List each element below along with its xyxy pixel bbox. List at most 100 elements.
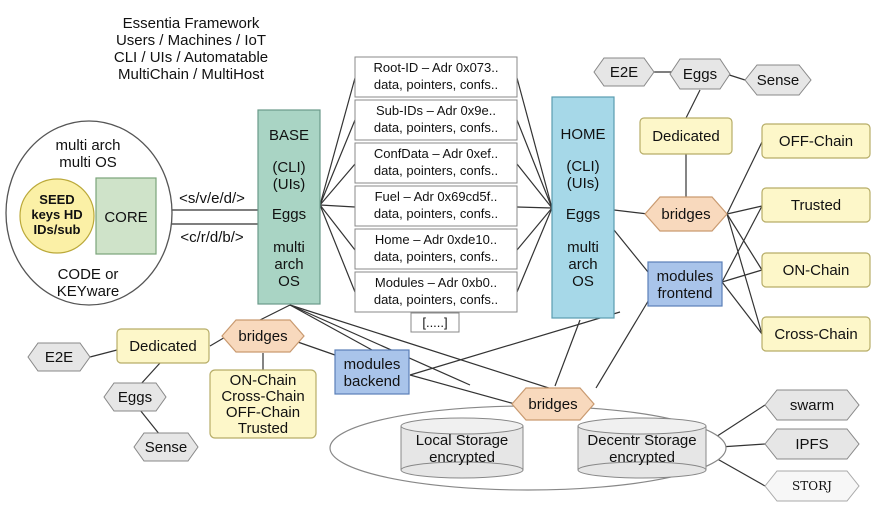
decentr-storage-line-2: encrypted [609, 449, 675, 466]
storage-area: Local Storage encrypted Decentr Storage … [329, 387, 860, 502]
header-line-1: Essentia Framework [123, 15, 260, 32]
chain-box [761, 187, 871, 223]
c-path-label: <c/r/d/b/> [180, 229, 244, 246]
decentr-storage-line-1: Decentr Storage [587, 432, 696, 449]
bridges-label-storage: bridges [528, 396, 577, 413]
eggs-label: Eggs [683, 66, 717, 83]
network-label: IPFS [795, 436, 828, 453]
base-line-9: arch [274, 256, 303, 273]
top-right-cluster: E2E Eggs Sense Dedicated bridges modules… [593, 57, 871, 352]
eggs-hexagon [669, 58, 731, 90]
dedicated-box-bottom [116, 328, 210, 364]
chain-label: ON-Chain [783, 262, 850, 279]
base-line-8: multi [273, 239, 305, 256]
dedicated-box [639, 117, 733, 155]
code-line-1: CODE or [58, 266, 119, 283]
record-title: Home – Adr 0xde10.. [375, 232, 497, 247]
e2e-hexagon-bottom [27, 342, 91, 372]
home-line-4: (UIs) [567, 175, 600, 192]
e2e-hexagon [593, 57, 655, 87]
home-node: HOME (CLI) (UIs) Eggs multi arch OS [551, 96, 615, 319]
record-sub: data, pointers, confs.. [374, 292, 498, 307]
base-node: BASE (CLI) (UIs) Eggs multi arch OS [257, 109, 321, 305]
local-storage-cylinder: Local Storage encrypted [400, 417, 524, 479]
record-sub: data, pointers, confs.. [374, 249, 498, 264]
seed-line-3: IDs/sub [34, 222, 81, 237]
modules-backend-box [334, 349, 410, 395]
record-box: Sub-IDs – Adr 0x9e.. data, pointers, con… [354, 99, 518, 141]
base-line-1: BASE [269, 127, 309, 144]
home-line-9: arch [568, 256, 597, 273]
record-sub: data, pointers, confs.. [374, 206, 498, 221]
record-box: Fuel – Adr 0x69cd5f.. data, pointers, co… [354, 185, 518, 227]
dedicated-label-bottom: Dedicated [129, 338, 197, 355]
seed-line-1: SEED [39, 192, 74, 207]
header-title-block: Essentia Framework Users / Machines / Io… [114, 15, 268, 83]
record-sub: data, pointers, confs.. [374, 77, 498, 92]
core-box [95, 177, 157, 255]
chain-line-1: ON-Chain [230, 372, 297, 389]
record-box: Home – Adr 0xde10.. data, pointers, conf… [354, 228, 518, 270]
local-storage-line-2: encrypted [429, 449, 495, 466]
records-more-box [410, 312, 460, 333]
base-line-3: (CLI) [272, 159, 305, 176]
bridges-hexagon-top [644, 196, 728, 232]
eggs-hexagon-bottom [103, 382, 167, 412]
chain-line-2: Cross-Chain [221, 388, 304, 405]
sense-hexagon-bottom [133, 432, 199, 462]
home-line-6: Eggs [566, 206, 600, 223]
home-line-1: HOME [561, 126, 606, 143]
sense-label-bottom: Sense [145, 439, 188, 456]
e2e-label-bottom: E2E [45, 349, 73, 366]
home-box [551, 96, 615, 319]
base-line-4: (UIs) [273, 176, 306, 193]
records-more-label: [.....] [422, 315, 447, 330]
network-label: STORJ [792, 479, 832, 493]
home-line-8: multi [567, 239, 599, 256]
record-sub: data, pointers, confs.. [374, 163, 498, 178]
base-box [257, 109, 321, 305]
chain-label: Trusted [791, 197, 841, 214]
bridges-hexagon-storage [511, 387, 595, 421]
modules-backend-line-2: backend [344, 373, 401, 390]
eggs-label-bottom: Eggs [118, 389, 152, 406]
header-line-2: Users / Machines / IoT [116, 32, 266, 49]
network-hexagon [764, 428, 860, 460]
record-title: Root-ID – Adr 0x073.. [373, 60, 498, 75]
network-hexagon [764, 470, 860, 502]
arch-line-2: multi OS [59, 154, 117, 171]
record-title: ConfData – Adr 0xef.. [374, 146, 498, 161]
home-line-10: OS [572, 273, 594, 290]
chains-box-bottom [209, 369, 317, 439]
bridges-label-left: bridges [238, 328, 287, 345]
header-line-4: MultiChain / MultiHost [118, 66, 265, 83]
arch-line-1: multi arch [55, 137, 120, 154]
sense-hexagon [744, 64, 812, 96]
records-column: Root-ID – Adr 0x073.. data, pointers, co… [354, 56, 518, 333]
modules-frontend-line-2: frontend [657, 285, 712, 302]
code-line-2: KEYware [57, 283, 120, 300]
chain-box [761, 316, 871, 352]
chain-box [761, 252, 871, 288]
seed-line-2: keys HD [31, 207, 82, 222]
decentr-storage-cylinder: Decentr Storage encrypted [577, 417, 707, 479]
record-box: Modules – Adr 0xb0.. data, pointers, con… [354, 271, 518, 313]
core-group: multi arch multi OS CORE SEED keys HD ID… [5, 120, 173, 306]
modules-frontend-box [647, 261, 723, 307]
dedicated-label: Dedicated [652, 128, 720, 145]
modules-backend-line-1: modules [344, 356, 401, 373]
e2e-label: E2E [610, 64, 638, 81]
connectors [89, 71, 766, 487]
core-label: CORE [104, 209, 147, 226]
sense-label: Sense [757, 72, 800, 89]
chain-line-3: OFF-Chain [226, 404, 300, 421]
record-box: Root-ID – Adr 0x073.. data, pointers, co… [354, 56, 518, 98]
chain-line-4: Trusted [238, 420, 288, 437]
s-path-label: <s/v/e/d/> [179, 190, 245, 207]
record-title: Modules – Adr 0xb0.. [375, 275, 497, 290]
chain-label: Cross-Chain [774, 326, 857, 343]
base-line-6: Eggs [272, 206, 306, 223]
bottom-left-cluster: E2E Dedicated Eggs Sense bridges ON-Chai… [27, 319, 410, 462]
seed-circle [19, 178, 95, 254]
